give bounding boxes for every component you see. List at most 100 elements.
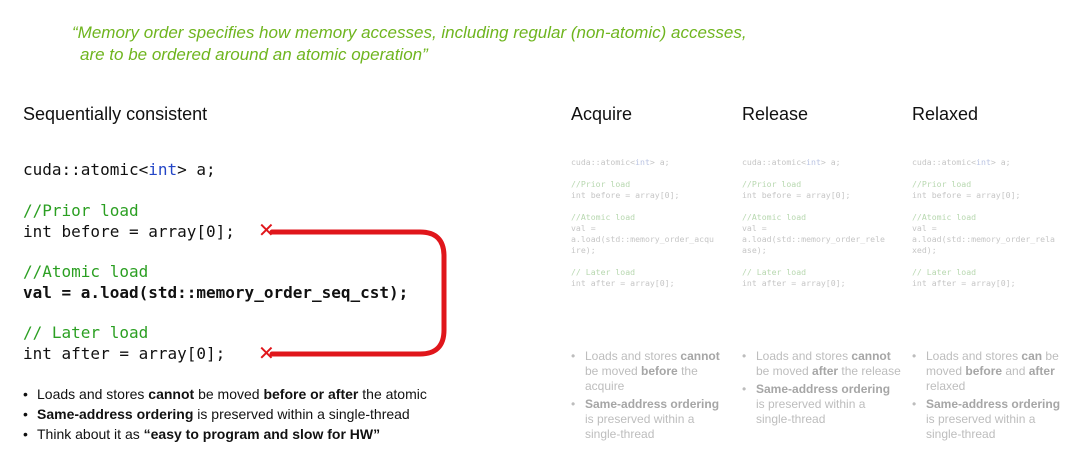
quote-line-2: are to be ordered around an atomic opera… (80, 45, 428, 64)
release-decl-suffix: > a; (820, 157, 841, 167)
bullet-3-bold: “easy to program and slow for HW” (143, 426, 381, 442)
relaxed-line-atomic-1: val = (912, 223, 937, 233)
release-line-atomic-2: a.load(std::memory_order_rele (742, 234, 885, 244)
relaxed-code: cuda::atomic<int> a; //Prior load int be… (912, 157, 1072, 289)
relaxed-line-atomic-3: xed); (912, 245, 937, 255)
relaxed-b1-bold-2: before (965, 364, 1003, 378)
relaxed-comment-prior: //Prior load (912, 179, 972, 189)
acquire-b2-bold: Same-address ordering (585, 397, 720, 411)
acquire-bullet-2: • Same-address ordering is preserved with… (571, 397, 731, 442)
acquire-b1-pre: Loads and stores (585, 349, 681, 363)
release-column: Release cuda::atomic<int> a; //Prior loa… (742, 104, 902, 289)
relaxed-bullet-2-text: Same-address ordering is preserved withi… (926, 397, 1072, 442)
release-b1-mid: be moved (756, 364, 813, 378)
acquire-b1-bold-2: before (641, 364, 678, 378)
relaxed-b1-mid: be moved (926, 349, 1059, 378)
relaxed-b1-pre: Loads and stores (926, 349, 1022, 363)
release-line-atomic-1: val = (742, 223, 767, 233)
bullet-dot: • (23, 426, 28, 442)
bracket-path (269, 229, 447, 357)
release-title: Release (742, 104, 809, 124)
bullet-dot: • (23, 386, 28, 402)
release-b1-bold-2: after (812, 364, 839, 378)
acquire-b1-mid: be moved (585, 364, 642, 378)
relaxed-line-atomic-2: a.load(std::memory_order_rela (912, 234, 1055, 244)
release-comment-later: // Later load (742, 267, 807, 277)
bullet-dot: • (742, 349, 747, 363)
acquire-bullet-1-text: Loads and stores cannot be moved before … (585, 349, 731, 394)
bullet-dot: • (23, 406, 28, 422)
code-decl-type: int (148, 160, 178, 179)
acquire-b1-post: the acquire (585, 364, 698, 393)
acquire-decl-suffix: > a; (649, 157, 670, 167)
bullet-dot: • (742, 382, 747, 396)
relaxed-bullet-1: • Loads and stores can be moved before an… (912, 349, 1072, 394)
bullet-dot: • (912, 349, 917, 363)
relaxed-bullet-1-text: Loads and stores can be moved before and… (926, 349, 1072, 394)
acquire-title: Acquire (571, 104, 633, 124)
bullet-2-text: is preserved within a single-thread (193, 406, 410, 422)
code-decl-suffix: > a; (177, 160, 216, 179)
acquire-decl-type: int (635, 157, 650, 167)
relaxed-bullet-2: • Same-address ordering is preserved with… (912, 397, 1072, 442)
relaxed-b2-post: is preserved within a single-thread (926, 412, 1036, 441)
release-comment-atomic: //Atomic load (742, 212, 807, 222)
code-line-prior: int before = array[0]; (23, 222, 235, 241)
bullet-dot: • (912, 397, 917, 411)
acquire-bullet-2-text: Same-address ordering is preserved withi… (585, 397, 731, 442)
release-bullet-1: • Loads and stores cannot be moved after … (742, 349, 902, 379)
release-b1-bold: cannot (851, 349, 891, 363)
acquire-line-atomic-2: a.load(std::memory_order_acqu (571, 234, 714, 244)
bullet-dot: • (571, 349, 576, 363)
acquire-decl-prefix: cuda::atomic< (571, 157, 636, 167)
quote-line-1: “Memory order specifies how memory acces… (72, 23, 747, 42)
relaxed-b1-bold: can (1021, 349, 1043, 363)
release-decl-prefix: cuda::atomic< (742, 157, 807, 167)
acquire-comment-prior: //Prior load (571, 179, 631, 189)
bullet-3-text: Think about it as (37, 426, 144, 442)
blocked-x-icon-top: ✕ (258, 220, 275, 242)
release-b2-bold: Same-address ordering (756, 382, 891, 396)
relaxed-comment-atomic: //Atomic load (912, 212, 977, 222)
seq-cst-bullets: •Loads and stores cannot be moved before… (23, 384, 427, 444)
bullet-2: • Same-address ordering is preserved with… (23, 404, 427, 424)
seq-cst-title: Sequentially consistent (23, 104, 208, 124)
bullet-1-end: the atomic (358, 386, 427, 402)
release-code: cuda::atomic<int> a; //Prior load int be… (742, 157, 902, 289)
acquire-line-later: int after = array[0]; (571, 278, 675, 288)
acquire-b2-post: is preserved within a single-thread (585, 412, 695, 441)
acquire-comment-atomic: //Atomic load (571, 212, 636, 222)
relaxed-decl-type: int (976, 157, 991, 167)
relaxed-b2-bold: Same-address ordering (926, 397, 1061, 411)
bullet-2-bold: Same-address ordering (37, 406, 194, 422)
bullet-1-text: Loads and stores (37, 386, 149, 402)
release-b1-pre: Loads and stores (756, 349, 852, 363)
acquire-comment-later: // Later load (571, 267, 636, 277)
code-comment-later: // Later load (23, 323, 149, 342)
bullet-1: •Loads and stores cannot be moved before… (23, 384, 427, 404)
relaxed-column: Relaxed cuda::atomic<int> a; //Prior loa… (912, 104, 1072, 289)
relaxed-line-later: int after = array[0]; (912, 278, 1016, 288)
acquire-column: Acquire cuda::atomic<int> a; //Prior loa… (571, 104, 731, 289)
relaxed-title: Relaxed (912, 104, 979, 124)
code-decl-prefix: cuda::atomic< (23, 160, 149, 179)
bullet-3: • Think about it as “easy to program and … (23, 424, 427, 444)
bullet-dot: • (571, 397, 576, 411)
release-bullet-2-text: Same-address ordering is preserved withi… (756, 382, 902, 427)
acquire-bullets: • Loads and stores cannot be moved before… (571, 349, 731, 445)
release-b1-post: the release (838, 364, 901, 378)
release-line-atomic-3: ase); (742, 245, 767, 255)
release-bullets: • Loads and stores cannot be moved after … (742, 349, 902, 430)
release-bullet-1-text: Loads and stores cannot be moved after t… (756, 349, 902, 379)
relaxed-comment-later: // Later load (912, 267, 977, 277)
release-bullet-2: • Same-address ordering is preserved with… (742, 382, 902, 427)
relaxed-b1-bold-3: after (1028, 364, 1055, 378)
acquire-bullet-1: • Loads and stores cannot be moved before… (571, 349, 731, 394)
acquire-line-prior: int before = array[0]; (571, 190, 680, 200)
code-decl: cuda::atomic<int> a; (23, 160, 216, 179)
release-line-later: int after = array[0]; (742, 278, 846, 288)
blocked-x-icon-bottom: ✕ (258, 343, 275, 365)
relaxed-line-prior: int before = array[0]; (912, 190, 1021, 200)
release-line-prior: int before = array[0]; (742, 190, 851, 200)
acquire-line-atomic-1: val = (571, 223, 596, 233)
